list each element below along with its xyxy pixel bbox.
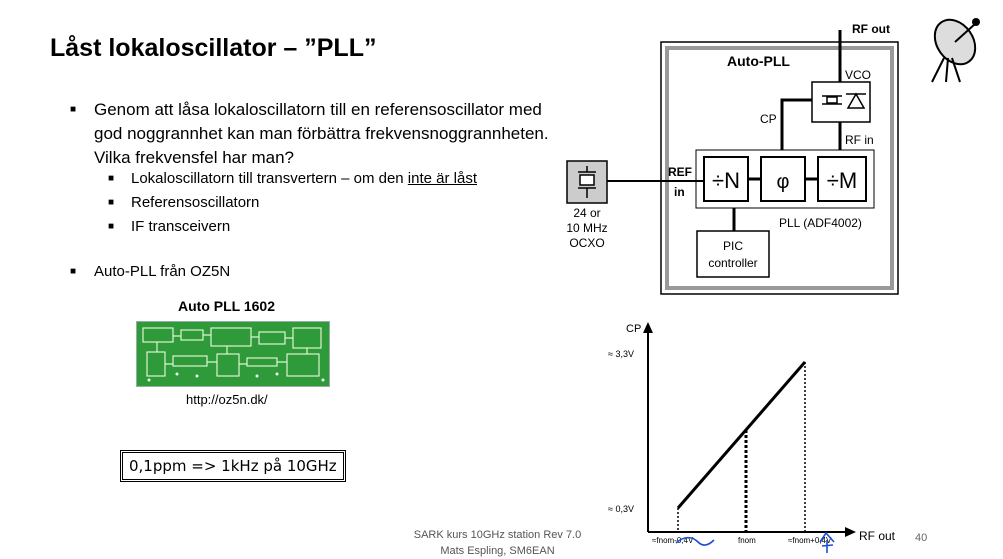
bullet-square-icon: ■ bbox=[108, 221, 115, 232]
bullet-square-icon: ■ bbox=[108, 197, 115, 208]
auto-pll-label: Auto-PLL bbox=[727, 53, 790, 69]
divider-m-block bbox=[817, 156, 867, 202]
bullet-autopll: ■ Auto-PLL från OZ5N bbox=[70, 263, 230, 280]
sub-bullet-ref-text: Referensoscillatorn bbox=[131, 194, 260, 211]
footer-line2: Mats Espling, SM6EAN bbox=[440, 545, 555, 557]
pcb-board-image bbox=[136, 321, 330, 387]
ppm-note-box: 0,1ppm => 1kHz på 10GHz bbox=[120, 450, 346, 482]
footer-line1: SARK kurs 10GHz station Rev 7.0 bbox=[413, 529, 582, 541]
bullet-main: ■ Genom att låsa lokaloscillatorn till e… bbox=[70, 98, 560, 170]
phase-detector-label: φ bbox=[777, 171, 790, 193]
crystal-icon bbox=[578, 166, 596, 198]
board-url-link[interactable]: http://oz5n.dk/ bbox=[186, 392, 268, 407]
bullet-autopll-text: Auto-PLL från OZ5N bbox=[94, 263, 231, 280]
footer: SARK kurs 10GHz station Rev 7.0 Mats Esp… bbox=[400, 527, 595, 559]
ref-label: REF bbox=[668, 165, 692, 179]
graph-x-axis-label: RF out bbox=[859, 529, 896, 543]
pcb-traces-icon bbox=[142, 327, 325, 382]
ocxo-line2: 10 MHz bbox=[566, 221, 607, 235]
sub-bullet-if: ■ IF transceivern bbox=[108, 218, 230, 235]
sub-bullet-lo-underlined: inte är låst bbox=[407, 170, 477, 187]
slide-title: Låst lokaloscillator – ”PLL” bbox=[50, 34, 377, 62]
varactor-icon bbox=[822, 92, 866, 109]
sub-bullet-ref: ■ Referensoscillatorn bbox=[108, 194, 259, 211]
graph-y-axis-label: CP bbox=[626, 323, 641, 335]
graph-x-mid: fnom bbox=[738, 536, 756, 545]
ocxo-line1: 24 or bbox=[573, 206, 600, 220]
vco-label: VCO bbox=[845, 68, 871, 82]
bullet-square-icon: ■ bbox=[108, 173, 115, 184]
rf-out-label: RF out bbox=[852, 22, 890, 36]
ocxo-line3: OCXO bbox=[569, 236, 604, 250]
divider-n-block bbox=[703, 156, 749, 202]
sub-bullet-lo-text: Lokaloscillatorn till transvertern – om … bbox=[131, 170, 408, 187]
sub-bullet-lo: ■ Lokaloscillatorn till transvertern – o… bbox=[108, 170, 477, 187]
pic-line1: PIC bbox=[723, 239, 743, 253]
pic-line2: controller bbox=[708, 256, 757, 270]
board-caption: Auto PLL 1602 bbox=[178, 298, 275, 314]
graph-y-low: ≈ 0,3V bbox=[608, 504, 634, 514]
bullet-square-icon: ■ bbox=[70, 266, 77, 277]
divider-m-label: ÷M bbox=[827, 168, 857, 193]
pic-controller-block bbox=[696, 230, 770, 278]
sub-bullet-if-text: IF transceivern bbox=[131, 218, 231, 235]
cp-transfer-line bbox=[676, 361, 807, 509]
bullet-main-text: Genom att låsa lokaloscillatorn till en … bbox=[94, 100, 549, 167]
ref-in-label: in bbox=[674, 185, 685, 199]
handwritten-mark bbox=[675, 536, 715, 546]
satellite-dish-icon bbox=[931, 18, 980, 83]
page-number: 40 bbox=[915, 532, 928, 544]
graph-x-left: ≈fnom-0,4V bbox=[652, 536, 694, 545]
rf-in-label: RF in bbox=[845, 133, 874, 147]
handwritten-mark bbox=[819, 531, 835, 553]
cp-label: CP bbox=[760, 112, 777, 126]
graph-y-high: ≈ 3,3V bbox=[608, 349, 634, 359]
pll-chip-label: PLL (ADF4002) bbox=[779, 216, 862, 230]
cp-graph: CP ≈ 3,3V ≈ 0,3V RF out ≈fnom-0,4V fnom … bbox=[608, 322, 896, 553]
graph-x-right: ≈fnom+0,4V bbox=[788, 536, 832, 545]
divider-n-label: ÷N bbox=[712, 168, 740, 193]
bullet-square-icon: ■ bbox=[70, 104, 77, 115]
